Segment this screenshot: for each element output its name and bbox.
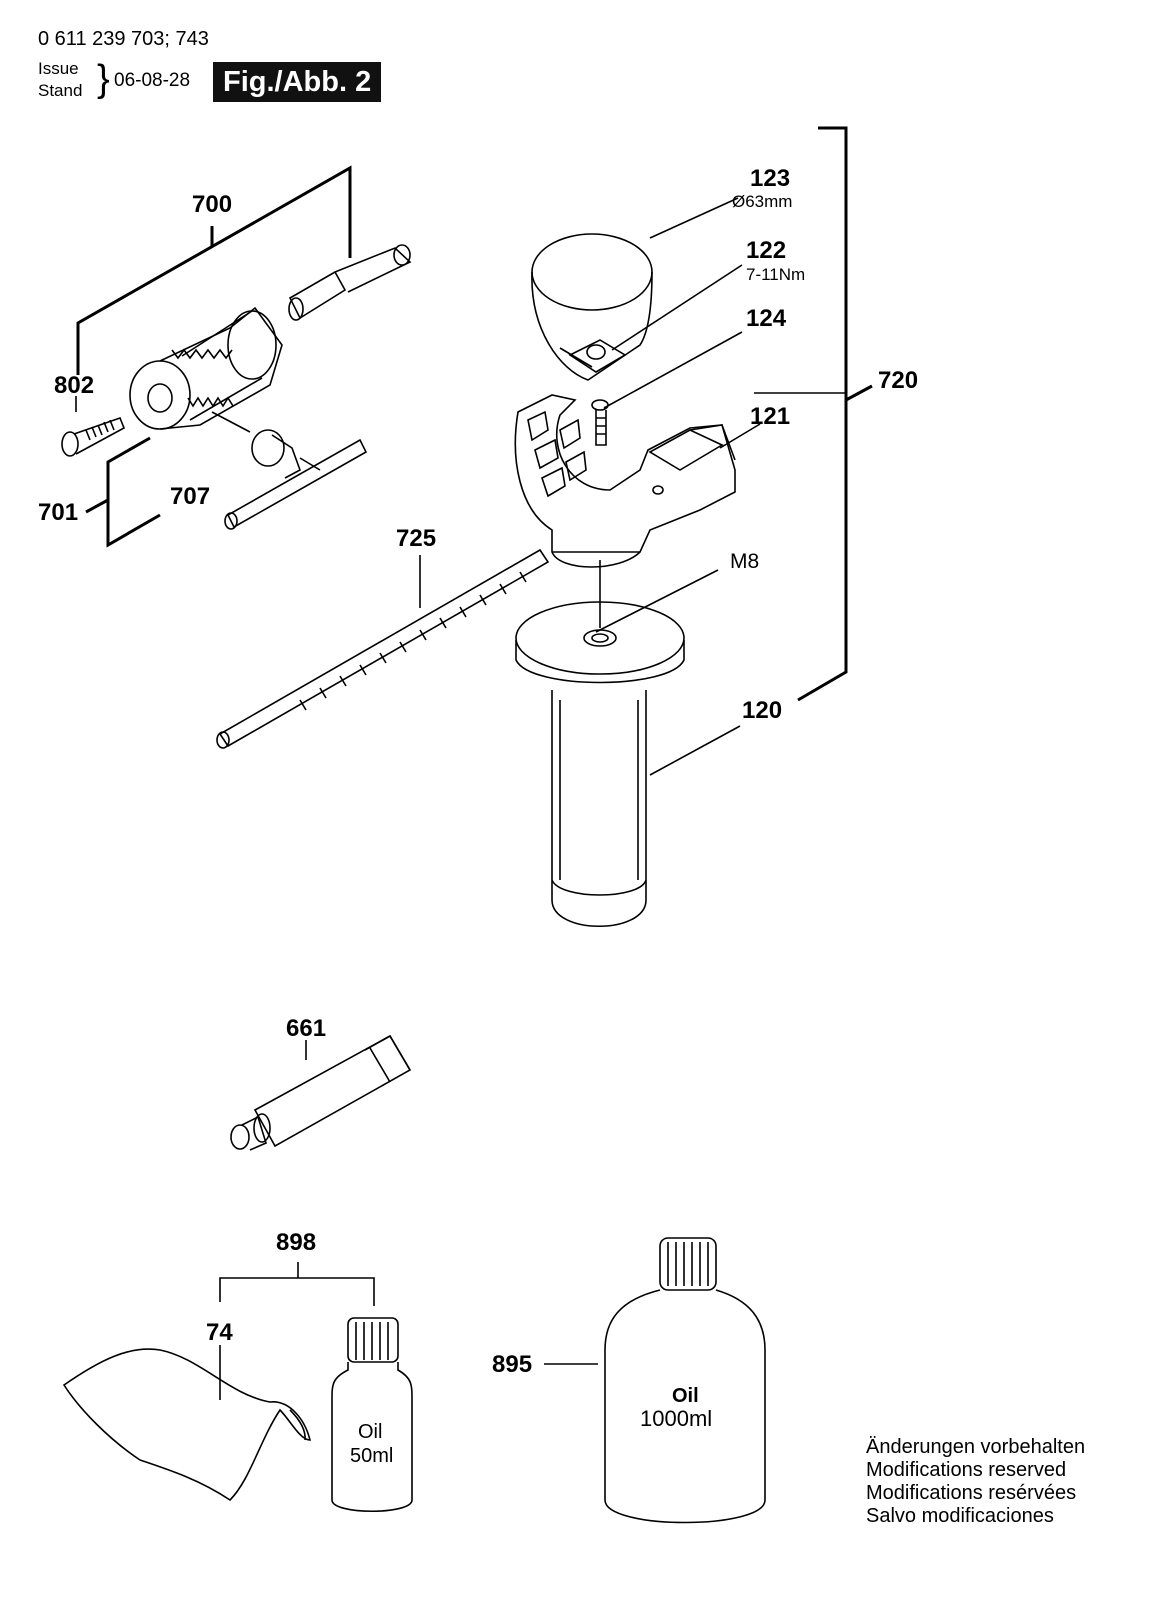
part-numbers: 0 611 239 703; 743 — [38, 28, 209, 50]
leader-720 — [845, 384, 873, 402]
small-bottle-volume: 50ml — [350, 1445, 393, 1467]
bracket-701 — [106, 436, 161, 548]
callout-124: 124 — [746, 305, 787, 332]
figure-label: Fig./Abb. 2 — [213, 62, 382, 102]
callout-m8: M8 — [730, 550, 759, 573]
clamp-bolt — [568, 339, 627, 446]
drill-chuck — [129, 306, 283, 430]
callout-898: 898 — [276, 1229, 316, 1256]
large-oil-bottle — [604, 1237, 766, 1524]
callout-123-spec: Ø63mm — [732, 192, 792, 211]
grease-tube — [230, 1034, 412, 1151]
cleaning-cloth — [62, 1348, 312, 1502]
screw-802 — [61, 416, 126, 457]
issue-stand-label: Issue Stand — [38, 58, 82, 102]
issue-label: Issue — [38, 59, 79, 78]
note-line-fr: Modifications resérvées — [866, 1482, 1077, 1504]
bracket-720 — [797, 126, 848, 702]
callout-120: 120 — [742, 697, 782, 724]
callout-122: 122 — [746, 237, 786, 264]
small-bottle-label: Oil — [358, 1421, 382, 1443]
callout-720: 720 — [878, 367, 918, 394]
stand-label: Stand — [38, 81, 83, 100]
callout-700: 700 — [192, 191, 232, 218]
brace-glyph: } — [97, 58, 110, 100]
handle-holder — [514, 394, 736, 568]
callout-895: 895 — [492, 1351, 532, 1378]
callout-121: 121 — [750, 403, 790, 430]
callout-661: 661 — [286, 1015, 326, 1042]
clamp-band — [531, 233, 653, 381]
chuck-key — [211, 411, 368, 530]
small-oil-bottle — [331, 1317, 413, 1512]
issue-date: 06-08-28 — [114, 70, 191, 91]
sds-adapter — [288, 244, 412, 321]
callout-701: 701 — [38, 499, 78, 526]
callout-725: 725 — [396, 525, 436, 552]
callout-74: 74 — [206, 1319, 233, 1346]
depth-rod — [216, 548, 550, 749]
bracket-700 — [76, 165, 352, 375]
note-line-es: Salvo modificaciones — [866, 1505, 1054, 1527]
modifications-note: Änderungen vorbehalten Modifications res… — [866, 1436, 1085, 1528]
large-bottle-label: Oil — [672, 1385, 699, 1407]
leader-701 — [85, 498, 109, 514]
callout-707: 707 — [170, 483, 210, 510]
callout-123: 123 — [750, 165, 790, 192]
note-line-en: Modifications reserved — [866, 1459, 1067, 1481]
callout-802: 802 — [54, 372, 94, 399]
large-bottle-volume: 1000ml — [640, 1406, 712, 1431]
callout-122-spec: 7-11Nm — [746, 265, 805, 284]
note-line-de: Änderungen vorbehalten — [866, 1436, 1086, 1458]
side-handle — [515, 601, 685, 927]
